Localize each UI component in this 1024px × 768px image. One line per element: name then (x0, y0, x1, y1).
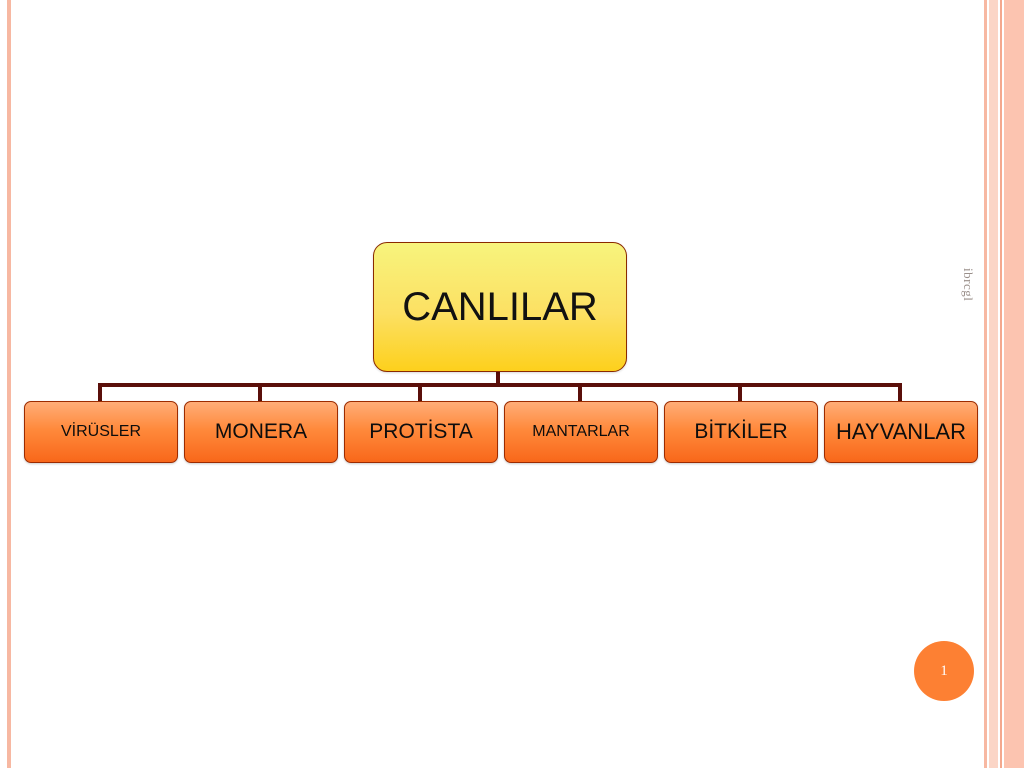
child-node-label: MANTARLAR (532, 423, 630, 440)
page-number-badge: 1 (914, 641, 974, 701)
child-node-virusler: VİRÜSLER (24, 401, 178, 463)
stripe (984, 0, 987, 768)
child-node-protista: PROTİSTA (344, 401, 498, 463)
child-node-label: MONERA (214, 420, 308, 443)
child-node-monera: MONERA (184, 401, 338, 463)
root-node-label: CANLILAR (402, 284, 598, 329)
root-node-canlilar: CANLILAR (373, 242, 627, 372)
stripe (1004, 0, 1024, 768)
left-edge-line (7, 0, 11, 768)
page-number: 1 (940, 662, 948, 679)
watermark-text: ibrcgl (961, 268, 976, 302)
child-node-label: VİRÜSLER (60, 423, 142, 440)
child-node-hayvanlar: HAYVANLAR (824, 401, 978, 463)
child-node-label: HAYVANLAR (835, 419, 966, 444)
stripe (989, 0, 998, 768)
right-decorative-stripes (984, 0, 1024, 768)
child-node-label: BİTKİLER (694, 420, 788, 443)
child-node-label: PROTİSTA (369, 420, 473, 443)
child-node-mantarlar: MANTARLAR (504, 401, 658, 463)
child-node-bitkiler: BİTKİLER (664, 401, 818, 463)
stripe (1000, 0, 1002, 768)
